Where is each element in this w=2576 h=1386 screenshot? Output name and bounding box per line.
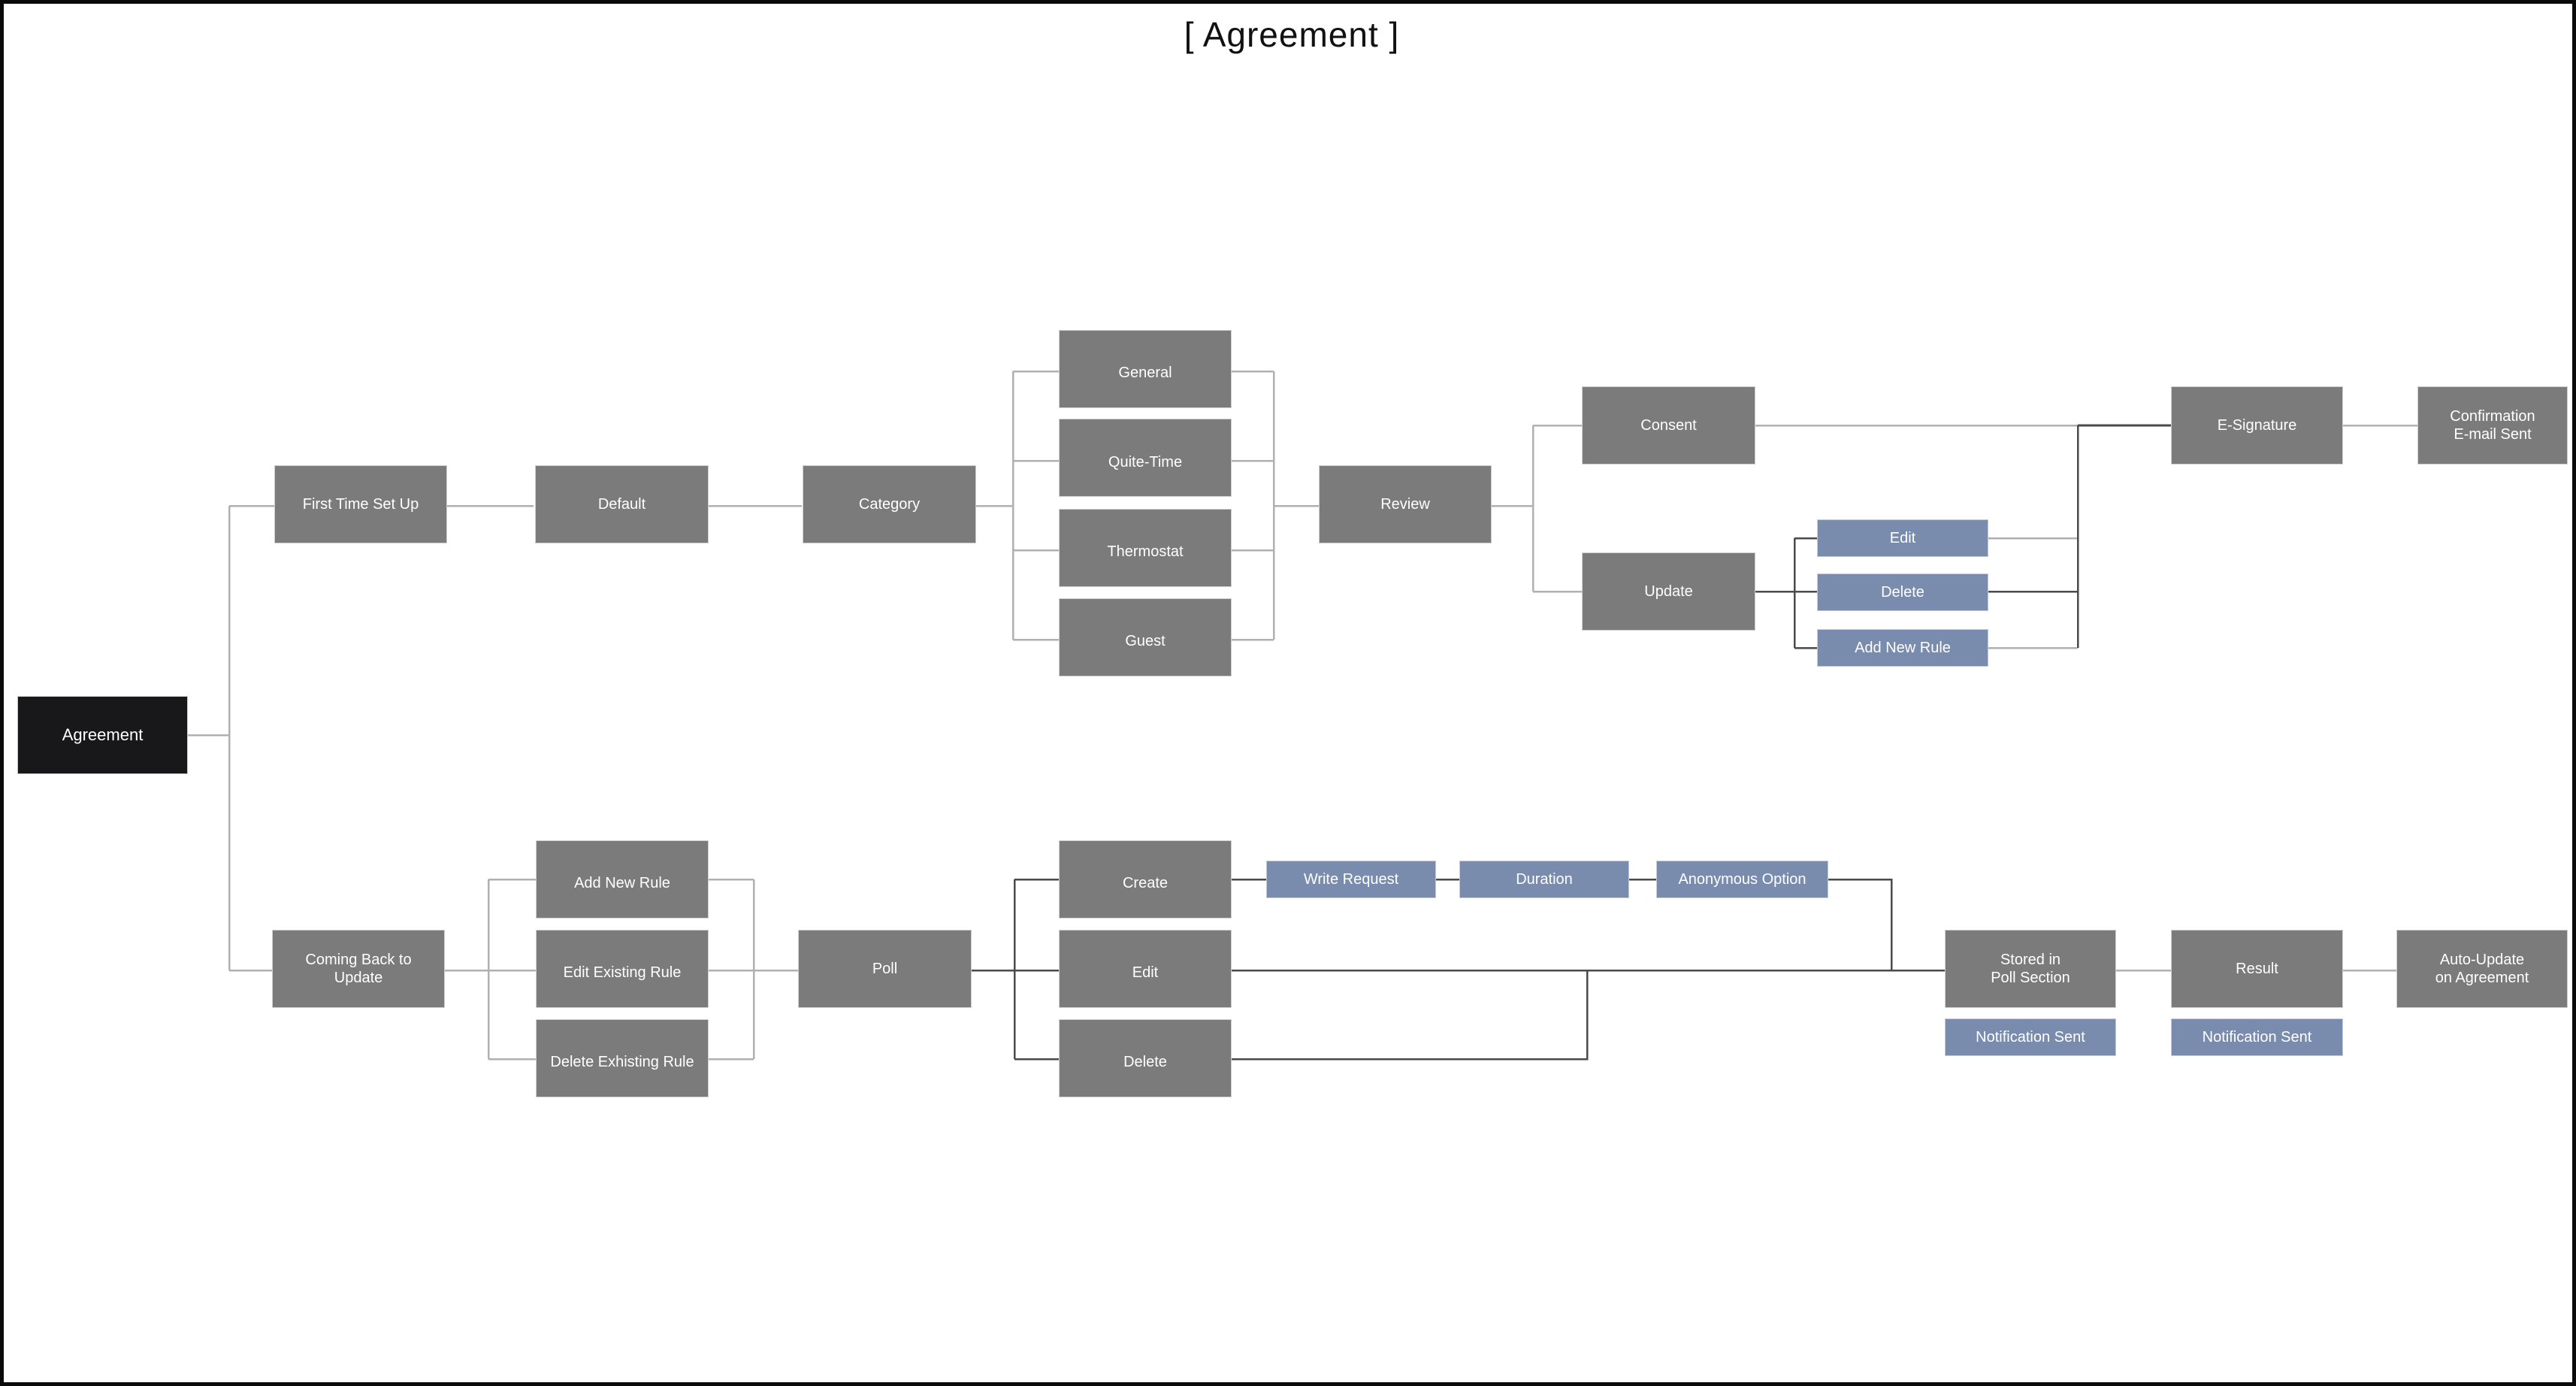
node-coming-back-to-update-label: Coming Back to Update bbox=[273, 951, 444, 988]
auto-update-line-1: Auto-Update bbox=[2439, 952, 2525, 968]
node-agreement-label: Agreement bbox=[62, 725, 144, 744]
node-guest[interactable]: Guest bbox=[1059, 598, 1232, 676]
node-notification-sent-1[interactable]: Notification Sent bbox=[1945, 1018, 2116, 1056]
node-notification-sent-2-label: Notification Sent bbox=[2202, 1028, 2312, 1046]
node-add-new-rule-bottom[interactable]: Add New Rule bbox=[536, 840, 709, 918]
node-create-label: Create bbox=[1122, 875, 1169, 891]
node-coming-back-to-update[interactable]: Coming Back to Update bbox=[272, 930, 445, 1008]
auto-update-line-2: on Agreement bbox=[2435, 970, 2529, 987]
node-confirmation-email-sent-label: Confirmation E-mail Sent bbox=[2418, 407, 2567, 444]
stored-line-1: Stored in bbox=[2000, 952, 2061, 968]
node-review[interactable]: Review bbox=[1319, 465, 1492, 543]
node-create[interactable]: Create bbox=[1059, 840, 1232, 918]
node-add-new-rule-bottom-label: Add New Rule bbox=[574, 875, 670, 891]
node-result-label: Result bbox=[2236, 960, 2278, 977]
page-title: [ Agreement ] bbox=[1184, 15, 1400, 54]
node-write-request[interactable]: Write Request bbox=[1266, 861, 1436, 898]
stored-line-2: Poll Section bbox=[1991, 970, 2070, 987]
confirmation-line-1: Confirmation bbox=[2450, 408, 2535, 425]
node-edit-existing-rule-label: Edit Existing Rule bbox=[563, 964, 682, 981]
node-stored-in-poll-section[interactable]: Stored in Poll Section bbox=[1945, 930, 2116, 1008]
confirmation-line-2: E-mail Sent bbox=[2454, 426, 2532, 443]
node-stored-in-poll-section-label: Stored in Poll Section bbox=[1946, 951, 2115, 988]
node-default-label: Default bbox=[597, 495, 646, 513]
node-quite-time[interactable]: Quite-Time bbox=[1059, 419, 1232, 497]
node-edit-label: Edit bbox=[1889, 529, 1916, 546]
node-delete-exhisting-rule-label: Delete Exhisting Rule bbox=[550, 1054, 694, 1070]
connector-layer bbox=[188, 370, 2418, 1061]
node-add-new-rule-top[interactable]: Add New Rule bbox=[1817, 629, 1988, 667]
node-add-new-rule-top-label: Add New Rule bbox=[1855, 639, 1951, 656]
node-edit[interactable]: Edit bbox=[1817, 519, 1988, 557]
node-notification-sent-2[interactable]: Notification Sent bbox=[2171, 1018, 2343, 1056]
wire-polldelete-up bbox=[1232, 970, 1589, 1061]
node-auto-update-on-agreement[interactable]: Auto-Update on Agreement bbox=[2396, 930, 2568, 1008]
node-duration[interactable]: Duration bbox=[1459, 861, 1629, 898]
node-poll-delete-label: Delete bbox=[1123, 1054, 1167, 1070]
node-edit-existing-rule[interactable]: Edit Existing Rule bbox=[536, 930, 709, 1008]
node-first-time-set-up-label: First Time Set Up bbox=[302, 495, 419, 513]
node-delete-label: Delete bbox=[1881, 583, 1924, 601]
node-confirmation-email-sent[interactable]: Confirmation E-mail Sent bbox=[2417, 386, 2568, 465]
node-write-request-label: Write Request bbox=[1303, 870, 1399, 888]
node-consent-label: Consent bbox=[1640, 416, 1697, 434]
node-poll-delete[interactable]: Delete bbox=[1059, 1019, 1232, 1097]
node-notification-sent-1-label: Notification Sent bbox=[1976, 1028, 2085, 1046]
node-anonymous-option-label: Anonymous Option bbox=[1678, 870, 1807, 888]
node-delete[interactable]: Delete bbox=[1817, 573, 1988, 611]
node-e-signature-label: E-Signature bbox=[2217, 416, 2297, 434]
node-poll-edit-label: Edit bbox=[1132, 964, 1159, 981]
node-consent[interactable]: Consent bbox=[1582, 386, 1755, 465]
node-update[interactable]: Update bbox=[1582, 552, 1755, 631]
node-category-label: Category bbox=[858, 495, 921, 513]
node-duration-label: Duration bbox=[1516, 870, 1573, 888]
node-thermostat-label: Thermostat bbox=[1107, 543, 1184, 560]
node-agreement[interactable]: Agreement bbox=[17, 696, 188, 774]
node-delete-exhisting-rule[interactable]: Delete Exhisting Rule bbox=[536, 1019, 709, 1097]
coming-back-line-1: Coming Back to bbox=[305, 952, 412, 968]
node-first-time-set-up[interactable]: First Time Set Up bbox=[274, 465, 447, 543]
node-e-signature[interactable]: E-Signature bbox=[2171, 386, 2343, 465]
node-result[interactable]: Result bbox=[2171, 930, 2343, 1008]
node-auto-update-on-agreement-label: Auto-Update on Agreement bbox=[2397, 951, 2567, 988]
wire-anonymous-down bbox=[1828, 878, 1893, 970]
node-poll[interactable]: Poll bbox=[798, 930, 972, 1008]
node-review-label: Review bbox=[1380, 495, 1430, 513]
node-quite-time-label: Quite-Time bbox=[1108, 454, 1183, 471]
node-general[interactable]: General bbox=[1059, 330, 1232, 408]
node-thermostat[interactable]: Thermostat bbox=[1059, 509, 1232, 587]
node-poll-label: Poll bbox=[872, 960, 898, 977]
node-general-label: General bbox=[1118, 365, 1172, 381]
node-update-label: Update bbox=[1644, 583, 1693, 600]
node-default[interactable]: Default bbox=[535, 465, 709, 543]
node-category[interactable]: Category bbox=[803, 465, 976, 543]
node-poll-edit[interactable]: Edit bbox=[1059, 930, 1232, 1008]
node-guest-label: Guest bbox=[1125, 633, 1166, 649]
coming-back-line-2: Update bbox=[334, 970, 383, 987]
node-anonymous-option[interactable]: Anonymous Option bbox=[1656, 861, 1828, 898]
